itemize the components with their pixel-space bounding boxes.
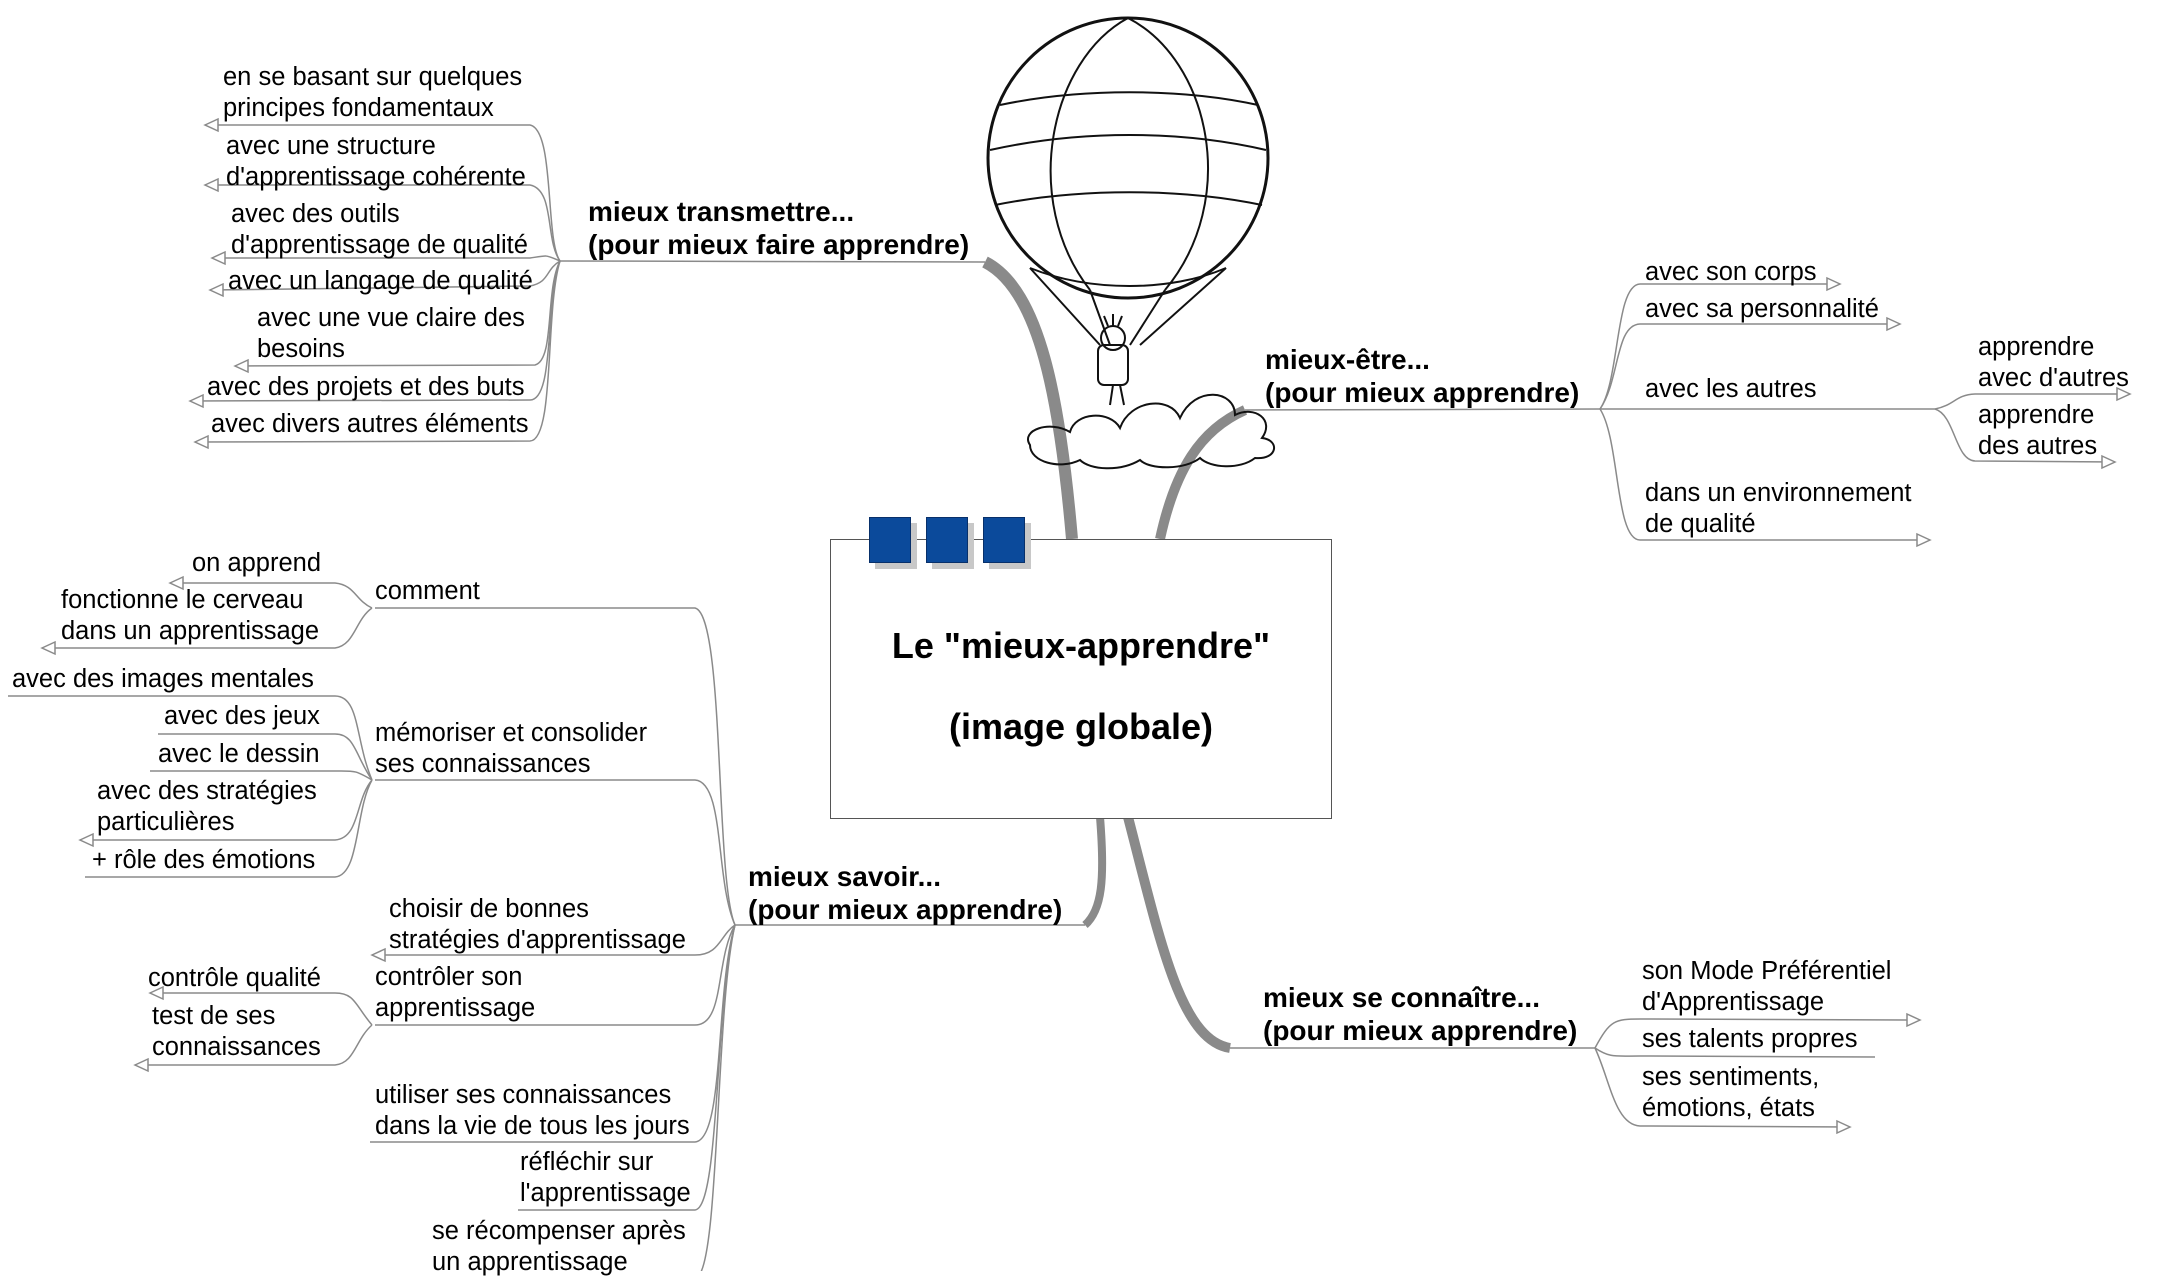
central-topic-box[interactable]: Le "mieux-apprendre" (image globale) xyxy=(830,539,1332,819)
savoir-choisir[interactable]: choisir de bonnes stratégies d'apprentis… xyxy=(389,895,686,954)
memoriser-sub[interactable]: + rôle des émotions xyxy=(92,846,316,874)
savoir-controler[interactable]: contrôler son apprentissage xyxy=(375,963,536,1022)
trunk-etre xyxy=(1155,405,1248,541)
comment-sub[interactable]: on apprend xyxy=(192,549,322,577)
transmettre-item[interactable]: avec un langage de qualité xyxy=(228,267,533,295)
branch-connaitre-title[interactable]: mieux se connaître... (pour mieux appren… xyxy=(1263,982,1578,1046)
etre-item[interactable]: avec sa personnalité xyxy=(1645,295,1879,323)
etre-item[interactable]: dans un environnement de qualité xyxy=(1645,479,1912,538)
branch-savoir-title[interactable]: mieux savoir... (pour mieux apprendre) xyxy=(748,861,1063,925)
connaitre-item[interactable]: ses sentiments, émotions, états xyxy=(1642,1063,1820,1122)
memoriser-sub[interactable]: avec des stratégies particulières xyxy=(97,777,317,836)
etre-item[interactable]: avec les autres xyxy=(1645,375,1817,403)
memoriser-sub[interactable]: avec des images mentales xyxy=(12,665,314,693)
branch-transmettre-title[interactable]: mieux transmettre... (pour mieux faire a… xyxy=(588,196,970,260)
branch-etre-title[interactable]: mieux-être... (pour mieux apprendre) xyxy=(1265,344,1580,408)
connaitre-item[interactable]: son Mode Préférentiel d'Apprentissage xyxy=(1642,957,1892,1016)
savoir-comment[interactable]: comment xyxy=(375,577,480,605)
topic-square-icon xyxy=(983,517,1025,563)
transmettre-item[interactable]: avec une vue claire des besoins xyxy=(257,304,525,363)
memoriser-sub[interactable]: avec des jeux xyxy=(164,702,320,730)
savoir-memoriser[interactable]: mémoriser et consolider ses connaissance… xyxy=(375,719,648,778)
transmettre-item[interactable]: avec des outils d'apprentissage de quali… xyxy=(231,200,528,259)
transmettre-item[interactable]: avec divers autres éléments xyxy=(211,410,529,438)
topic-square-icon xyxy=(869,517,911,563)
central-topic-title: Le "mieux-apprendre" xyxy=(891,625,1271,666)
etre-autres-sub[interactable]: apprendre avec d'autres xyxy=(1978,333,2129,392)
savoir-utiliser[interactable]: utiliser ses connaissances dans la vie d… xyxy=(375,1081,690,1140)
trunk-connaitre xyxy=(1123,815,1232,1053)
trunk-savoir xyxy=(1082,816,1107,928)
connaitre-item[interactable]: ses talents propres xyxy=(1642,1025,1858,1053)
underline-transmettre xyxy=(559,260,986,263)
controler-sub[interactable]: test de ses connaissances xyxy=(152,1002,321,1061)
underline-etre xyxy=(1244,408,1601,411)
transmettre-item[interactable]: avec une structure d'apprentissage cohér… xyxy=(226,132,526,191)
transmettre-item[interactable]: avec des projets et des buts xyxy=(207,373,525,401)
central-topic-subtitle: (image globale) xyxy=(948,706,1214,747)
topic-square-icon xyxy=(926,517,968,563)
comment-sub[interactable]: fonctionne le cerveau dans un apprentiss… xyxy=(61,586,320,645)
balloon-illustration xyxy=(986,16,1275,470)
etre-autres-sub[interactable]: apprendre des autres xyxy=(1978,401,2098,460)
memoriser-sub[interactable]: avec le dessin xyxy=(158,740,320,768)
transmettre-item[interactable]: en se basant sur quelques principes fond… xyxy=(223,63,523,122)
controler-sub[interactable]: contrôle qualité xyxy=(148,964,321,992)
savoir-recompenser[interactable]: se récompenser après un apprentissage xyxy=(432,1217,686,1276)
savoir-reflechir[interactable]: réfléchir sur l'apprentissage xyxy=(520,1148,691,1207)
trunk-transmettre xyxy=(982,256,1078,540)
etre-item[interactable]: avec son corps xyxy=(1645,258,1817,286)
